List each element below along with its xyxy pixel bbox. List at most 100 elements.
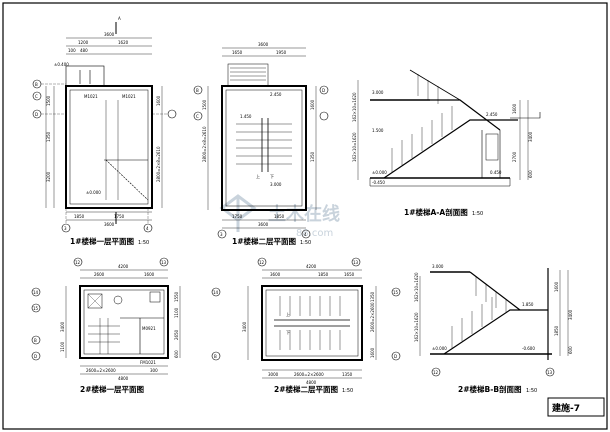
s2-title: 2#楼梯B-B剖面图 [458,384,522,394]
p4-note-1: 下 [286,330,290,335]
p4-dim-right-1: 2600=2×2600 [370,302,375,332]
p4-dim-top-1: 3600 [270,272,281,277]
p2-dim-bottom-1: 1850 [274,214,285,219]
p2-dim-bottom-2: 3600 [258,222,269,227]
drawing-p1 [32,22,177,233]
p2-dim-left-1: 2800=2×8=2610 [202,126,207,162]
s2-dim-right-0: 1600 [554,281,559,292]
p4-axis-5: D [394,354,397,359]
p1-dim-top-4: 480 [80,48,88,53]
p1-scale: 1:50 [138,240,149,246]
p2-dim-left-0: 1500 [202,99,207,110]
p2-title: 1#楼梯二层平面图 [232,236,297,246]
p2-labels: 1#楼梯二层平面图 1:50 3600 1650 1950 1750 1850 … [196,42,325,246]
p3-dim-top-2: 1600 [144,272,155,277]
p3-axis-2: 14 [33,290,39,295]
p1-dim-right-1: 1600 [156,95,161,106]
s1-scale: 1:50 [472,211,483,217]
drawing-p3 [31,257,181,375]
s2-level-0: 3.000 [432,264,444,269]
p2-dim-top-0: 3600 [258,42,269,47]
p4-axis-0: 12 [259,260,265,265]
p2-note-4: 下 [270,174,274,179]
p2-note-2: 3.000 [270,182,282,187]
drawing-p4 [211,257,401,379]
p1-note-1: ±0.000 [86,190,101,195]
p2-note-1: 1.450 [240,114,252,119]
p1-axis-1: C [35,94,38,99]
p1-dim-bottom-2: 3600 [104,222,115,227]
p4-axis-3: 15 [393,290,399,295]
s2-level-3: -0.600 [522,346,535,351]
p3-dim-right-1: 1100 [174,307,179,318]
p1-dim-top-3: 100 [68,48,76,53]
s1-dim-left-1: 162×10=1620 [352,132,357,162]
p1-dim-bottom-1: 1750 [114,214,125,219]
p2-axis-3: 3 [220,232,223,237]
s1-level-4: 0.450 [490,170,502,175]
p1-note-4: A [118,16,121,21]
p3-dim-left-0: 3400 [60,321,65,332]
s2-level-2: ±0.000 [432,346,447,351]
p4-dim-right-0: 1350 [370,291,375,302]
p2-axis-4: 4 [304,232,307,237]
p3-dim-right-3: 600 [174,350,179,358]
watermark: 土木在线 88.com [219,194,340,239]
s1-dim-right-3: 600 [528,170,533,178]
s1-level-5: -0.450 [372,180,385,185]
p2-dim-top-2: 1950 [276,50,287,55]
p2-dim-bottom-0: 1750 [232,214,243,219]
p3-axis-3: 15 [33,306,39,311]
s1-level-2: 2.450 [486,112,498,117]
s2-axis-1: 13 [547,370,553,375]
p1-note-2: M1021 [84,94,98,99]
p4-axis-4: B [214,354,217,359]
s2-dim-left-1: 162×10=1620 [414,312,419,342]
s2-dim-right-1: 3400 [568,309,573,320]
watermark-text: 土木在线 [268,203,340,225]
p1-axis-3: 3 [64,226,67,231]
p3-axis-4: B [34,338,37,343]
s2-dim-right-2: 1850 [554,325,559,336]
p3-labels: 2#楼梯一层平面图 4200 2600 1600 4800 2600=2×260… [33,260,179,394]
p4-dim-right-2: 1600 [370,347,375,358]
p1-dim-top-2: 1620 [118,40,129,45]
p1-axis-2: D [35,112,38,117]
s1-dim-right-1: 3400 [528,131,533,142]
p1-labels: 1#楼梯一层平面图 1:50 3600 1200 1620 100 480 18… [35,16,161,246]
p3-note-0: M0921 [142,326,156,331]
p4-scale: 1:50 [342,388,353,394]
s1-level-1: 1.500 [372,128,384,133]
s2-labels: 2#楼梯B-B剖面图 1:50 1600 3400 1850 600 162×1… [414,264,573,394]
p3-note-1: FM1021 [140,360,156,365]
p1-dim-left-1: 1350 [46,131,51,142]
s1-title: 1#楼梯A-A剖面图 [404,207,468,217]
p2-dim-right-0: 1600 [310,99,315,110]
p3-dim-bottom-0: 4800 [118,376,129,381]
p1-note-0: ±0.400 [54,62,69,67]
p2-note-3: 上 [256,173,260,179]
p4-dim-bottom-3: 4800 [306,380,317,385]
p4-dim-top-3: 1650 [344,272,355,277]
p3-dim-bottom-1: 2600=2×2600 [86,368,116,373]
sheet-number-box: 建施-7 [547,397,605,417]
p4-axis-2: 14 [213,290,219,295]
s2-axis-0: 12 [433,370,439,375]
p1-dim-right-0: 2800=2×8=2610 [156,146,161,182]
p3-dim-bottom-2: 300 [150,368,158,373]
s1-level-3: ±0.000 [372,170,387,175]
p4-dim-bottom-1: 2600=2×2600 [294,372,324,377]
p4-note-0: 上 [286,311,290,317]
p4-labels: 2#楼梯二层平面图 1:50 4200 3600 1850 1650 3000 … [213,260,399,394]
p4-dim-left-0: 3400 [242,321,247,332]
p3-dim-top-1: 2600 [94,272,105,277]
p1-axis-0: B [35,82,38,87]
p3-dim-right-2: 2650 [174,329,179,340]
s1-dim-right-0: 1600 [512,103,517,114]
p1-note-3: M1021 [122,94,136,99]
sheet-number: 建施-7 [552,402,580,414]
s2-scale: 1:50 [526,388,537,394]
p3-dim-top-0: 4200 [118,264,129,269]
p4-dim-bottom-0: 3000 [268,372,279,377]
